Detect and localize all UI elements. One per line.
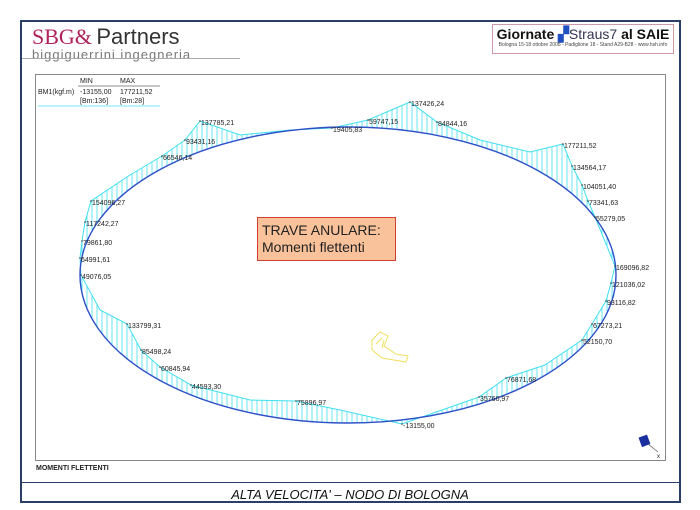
moment-label: 117242,27 [86,221,119,228]
straus-icon: ▞ [558,26,569,42]
footer-title: ALTA VELOCITA' – NODO DI BOLOGNA [231,487,469,502]
legend: MIN MAX BM1(kgf.m) -13155,00 177211,52 [… [38,78,160,107]
moment-label: 55279,05 [596,216,625,223]
legend-max-value: 177211,52 [120,89,153,96]
legend-min-beam: [Bm:136] [80,98,108,105]
label-point [581,339,583,341]
legend-quantity: BM1(kgf.m) [38,89,74,96]
moment-label: 104051,40 [583,184,616,191]
moment-label: 75896,97 [297,400,326,407]
moment-label: 35760,97 [480,396,509,403]
value-labels: 137426,24 59747,15 84844,16 19405,83 137785,… [79,101,649,430]
label-point [84,221,86,223]
moment-label: 169096,82 [616,265,649,272]
support-sketch [371,331,409,363]
ring-beam [79,126,617,424]
moment-label: 133799,31 [128,323,161,330]
legend-min-value: -13155,00 [80,89,112,96]
plot-frame [35,74,666,461]
event-logo: Giornate ▞Straus7 al SAIE Bologna 15-18 … [492,24,674,54]
title-box: TRAVE ANULARE: Momenti flettenti [257,217,396,261]
label-point [161,155,163,157]
label-point [610,282,612,284]
label-point [190,384,192,386]
moment-label: 60845,94 [161,366,190,373]
event-brand: Straus7 [568,26,618,42]
header-divider [22,58,240,59]
moment-label: 73341,63 [589,200,618,207]
moment-label: 93116,82 [607,300,636,307]
footer-divider [22,482,679,483]
label-point [295,400,297,402]
label-point [571,165,573,167]
brand-partners: Partners [96,24,180,49]
legend-max-header: MAX [120,78,136,85]
moment-label: 137426,24 [411,101,444,108]
title-box-line2: Momenti flettenti [262,239,365,255]
label-point [140,349,142,351]
moment-label: 134564,17 [573,165,606,172]
event-title-b: al SAIE [621,26,670,42]
label-point [591,323,593,325]
label-point [614,265,616,267]
moment-label: 52150,70 [583,339,612,346]
legend-max-beam: [Bm:28] [120,98,144,105]
moment-label: 76871,68 [507,377,536,384]
title-box-line1: TRAVE ANULARE: [262,222,381,238]
legend-min-header: MIN [80,78,93,85]
moment-label: 154096,27 [92,200,125,207]
label-point [581,184,583,186]
diagram-caption: MOMENTI FLETTENTI [36,465,109,472]
moment-label: 59747,15 [369,119,398,126]
moment-envelope [79,101,617,425]
moment-label: 85498,24 [142,349,171,356]
moment-label: 93431,16 [186,139,215,146]
label-point [478,396,480,398]
brand-main: SBG& [32,24,92,49]
label-point [184,139,186,141]
label-point [587,200,589,202]
moment-label: 79861,80 [83,240,112,247]
event-title-a: Giornate [496,26,555,42]
label-point [90,200,92,202]
moment-label: 19405,83 [333,127,362,134]
label-point [159,366,161,368]
moment-label: 66546,14 [163,155,192,162]
moment-label: 84844,16 [438,121,467,128]
moment-label: 137785,21 [201,120,234,127]
label-point [126,323,128,325]
label-point [409,101,411,103]
label-point [331,127,333,129]
label-point [505,377,507,379]
moment-label: 67273,21 [593,323,622,330]
event-sub: Bologna 15-18 ottobre 2008 - Padiglione … [498,42,668,48]
svg-text:x: x [657,454,660,460]
label-point [594,216,596,218]
label-point [79,257,81,259]
moment-label: 121036,02 [612,282,645,289]
label-point [436,121,438,123]
axis-triad-icon: x [638,434,660,460]
moment-label: 64991,61 [81,257,110,264]
label-point [367,119,369,121]
label-point [80,274,82,276]
moment-label: 49076,05 [82,274,111,281]
moment-label: -13155,00 [403,423,435,430]
label-point [605,300,607,302]
label-point [199,120,201,122]
slide-frame [20,20,681,503]
label-point [81,240,83,242]
moment-label: 177211,52 [564,143,597,150]
label-point [562,143,564,145]
moment-label: 44593,30 [192,384,221,391]
label-point [401,423,403,425]
